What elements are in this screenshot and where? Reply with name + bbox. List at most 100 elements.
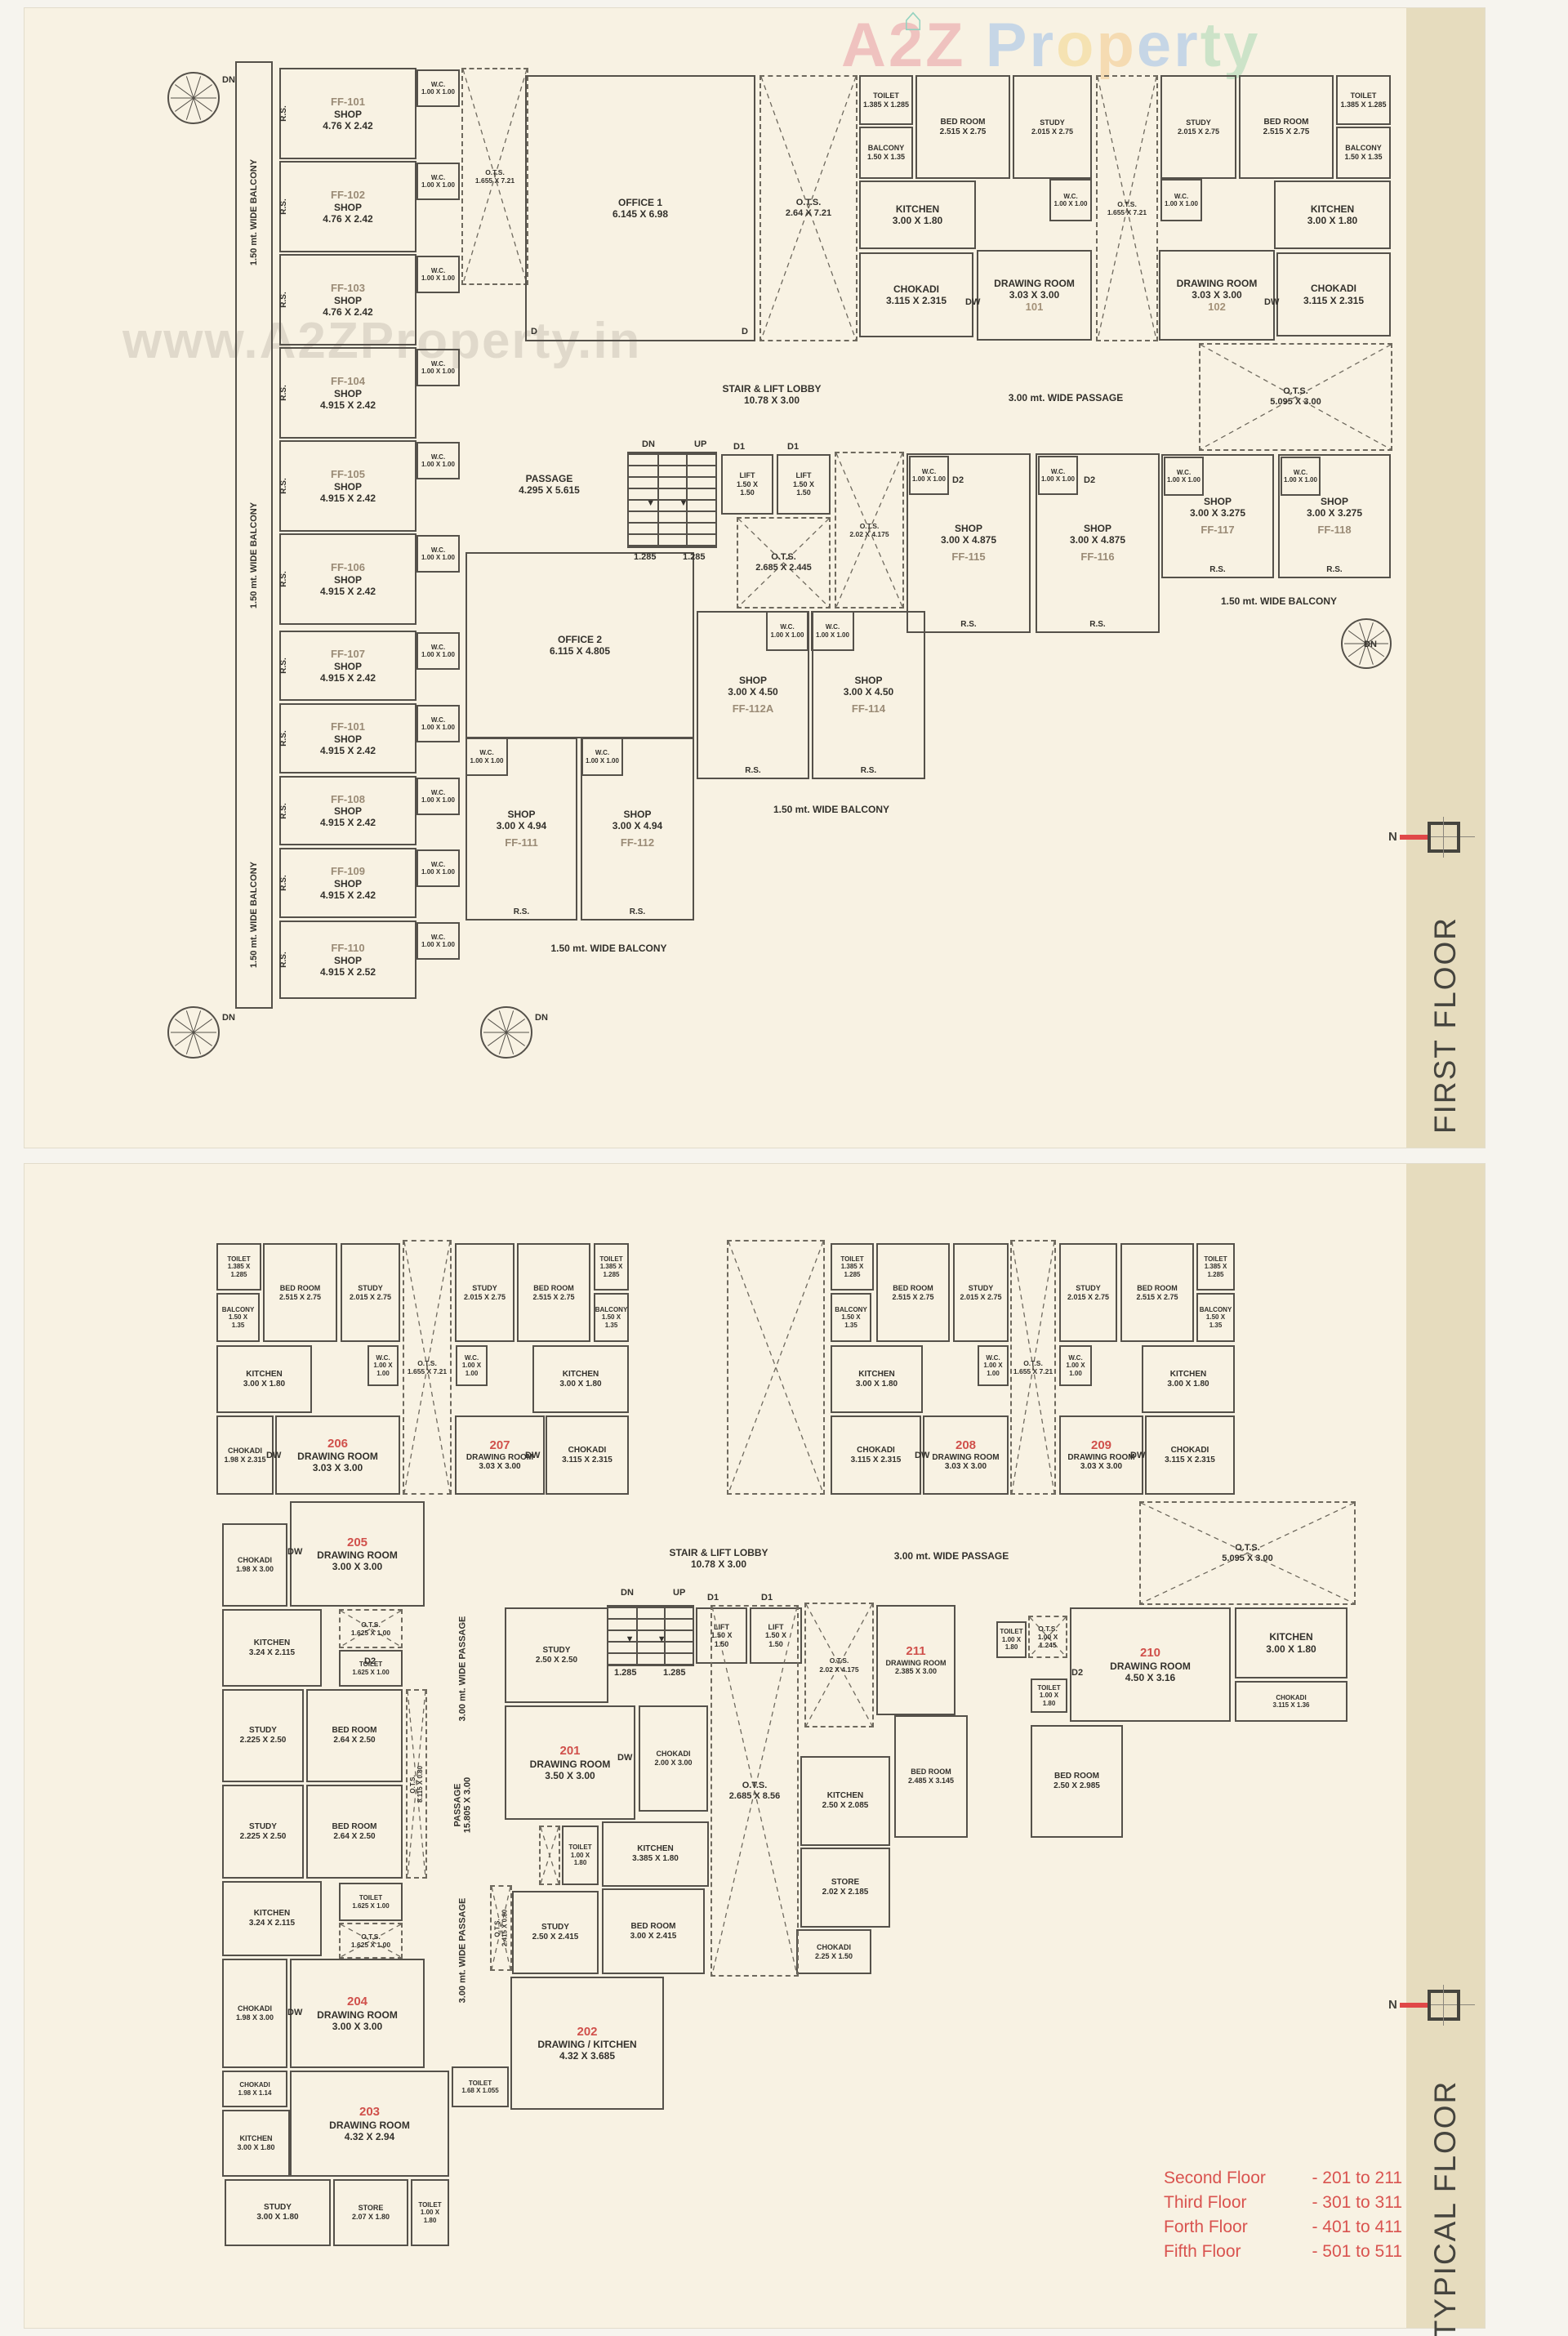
watermark-letter: 2 [888,11,926,80]
door-window-tag-d1: D1 [787,442,800,452]
room-w-c: W.C.1.00 X 1.00 [416,256,460,293]
room-3-00-mt-wide-passage: 3.00 mt. WIDE PASSAGE [457,1616,467,1721]
ots-region [727,1240,825,1495]
door-window-tag-dw: DW [915,1451,930,1460]
watermark-letter [966,11,986,80]
room-w-c: W.C.1.00 X 1.00 [416,442,460,479]
ots-region: O.T.S.1.655 X 7.21 [461,68,528,285]
typical-floor-title-strip [1406,1164,1485,2328]
ots-region: O.T.S.5.095 X 3.00 [1139,1501,1356,1605]
door-window-tag-dw: DW [525,1451,541,1460]
door-window-tag-d2: D2 [364,1656,376,1666]
north-compass-icon: N [1388,1985,1478,2031]
balcony-strip [235,61,273,1009]
door-window-tag-dn: DN [535,1013,548,1023]
room-1-50-mt-wide-balcony: 1.50 mt. WIDE BALCONY [550,943,667,954]
watermark-letter: r [1174,11,1200,80]
ots-region: O.T.S.2.685 X 8.56 [710,1605,799,1977]
spiral-stair [480,1006,532,1059]
watermark-letter: P [985,11,1030,80]
ots-region: O.T.S.5.095 X 3.00 [1199,343,1392,451]
page-title-typical-floor: TYPICAL FLOOR [1428,2080,1462,2336]
door-window-tag-d: D [742,327,748,337]
door-window-tag-d1: D1 [707,1593,719,1603]
door-window-tag-dw: DW [617,1753,633,1763]
door-window-tag-dw: DW [965,297,981,307]
typical-floor-panel [24,1164,1485,2328]
ots-region: O.T.S.1.655 X 7.21 [1010,1240,1056,1495]
door-window-tag-d1: D1 [733,442,746,452]
door-window-tag-dw: DW [287,1547,303,1557]
ots-region: O.T.S.1.655 X 7.21 [403,1240,452,1495]
page-title-first-floor: FIRST FLOOR [1428,916,1462,1134]
ots-region: O.T.S.2.685 X 2.445 [737,517,831,609]
door-window-tag-d1: D1 [761,1593,773,1603]
north-compass-icon: N [1388,817,1478,863]
door-window-tag-dw: DW [1130,1451,1146,1460]
room-w-c: W.C.1.00 X 1.00 [1059,1345,1092,1386]
door-window-tag-dw: DW [1264,297,1280,307]
first-floor-title-strip [1406,8,1485,1148]
watermark-letter: o [1056,11,1097,80]
legend-row: Fifth Floor- 501 to 511 [1164,2242,1402,2261]
ots-region: O.T.S.1.625 X 1.00 [339,1609,403,1648]
ots-region: O.T.S.1.655 X 7.21 [1096,75,1158,341]
room-1-50-mt-wide-balcony: 1.50 mt. WIDE BALCONY [1220,595,1338,607]
door-window-tag-d: D [531,327,537,337]
ots-region: O.T.S.2.02 X 4.175 [804,1603,874,1727]
room-w-c: W.C.1.00 X 1.00 [1281,457,1321,496]
ots-region: O.T.S.8.115 X 0.80 [406,1689,427,1879]
door-window-tag-dn: DN [222,1013,235,1023]
ots-region: O.T.S.2.64 X 7.21 [760,75,858,341]
door-window-tag-dn: DN [222,75,235,85]
watermark-letter: Z [925,11,966,80]
